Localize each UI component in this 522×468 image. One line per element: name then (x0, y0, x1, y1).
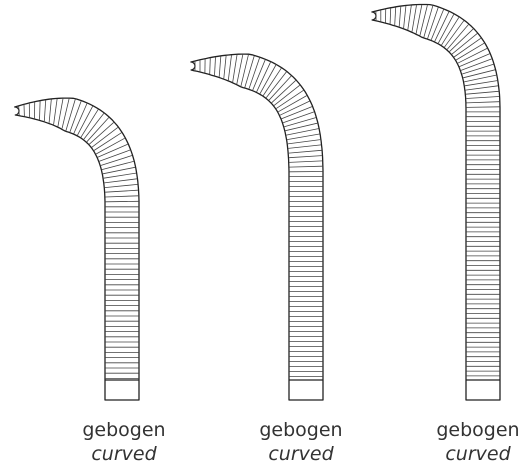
instrument-outline (371, 3, 501, 401)
curved-instrument-1 (14, 97, 140, 401)
label-english-1: curved (91, 443, 157, 465)
instrument-outline (14, 97, 140, 401)
label-german-1: gebogen (82, 419, 166, 441)
label-german-3: gebogen (436, 419, 520, 441)
instrument-rings (375, 4, 500, 377)
instrument-rings (18, 98, 139, 379)
instrument-outline (190, 53, 324, 401)
label-english-2: curved (268, 443, 334, 465)
label-english-3: curved (445, 443, 511, 465)
instrument-rings (194, 54, 323, 378)
label-german-2: gebogen (259, 419, 343, 441)
curved-instrument-3 (371, 3, 501, 401)
curved-instrument-2 (190, 53, 324, 401)
